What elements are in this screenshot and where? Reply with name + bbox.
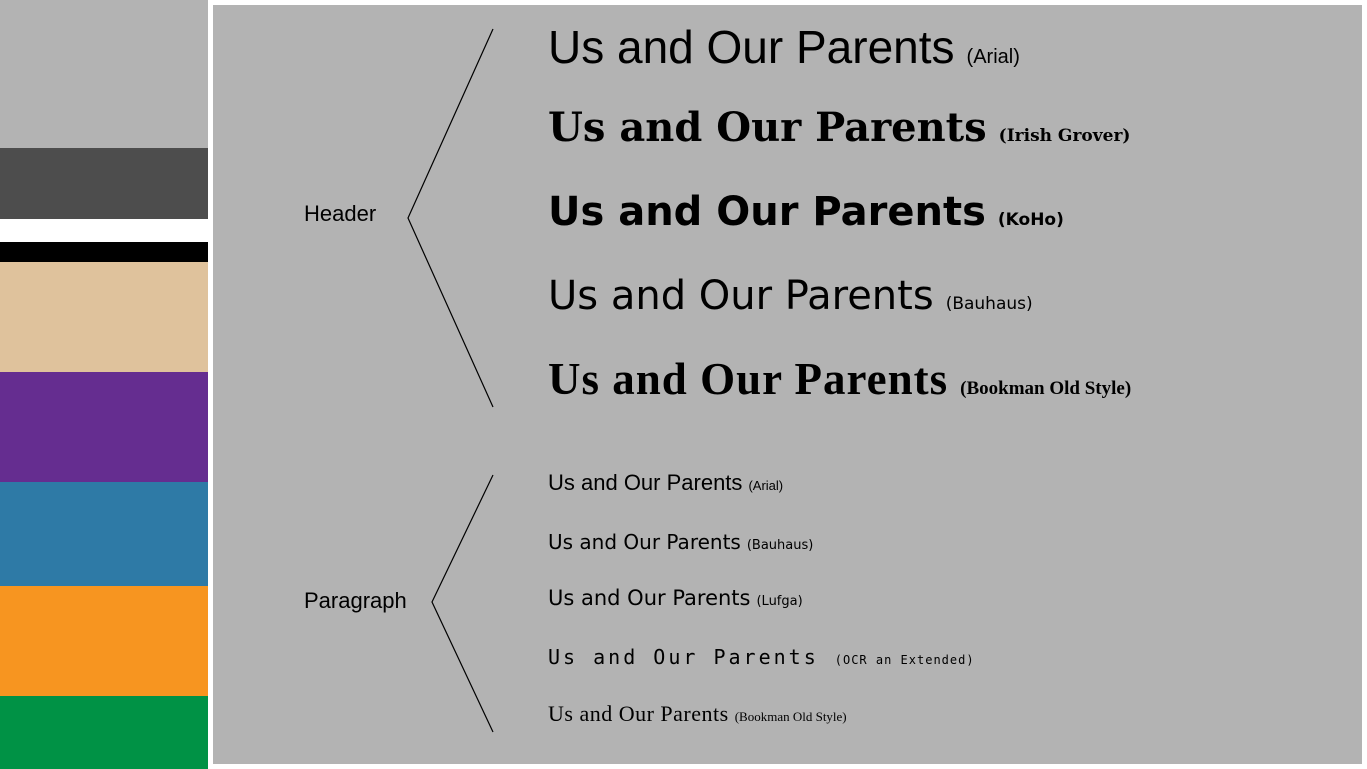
header-sample-bookman: Us and Our Parents (Bookman Old Style)	[548, 357, 1131, 402]
sample-text: Us and Our Parents	[548, 104, 987, 151]
swatch-light-gray	[0, 0, 208, 148]
header-sample-arial: Us and Our Parents (Arial)	[548, 24, 1020, 70]
font-name: (OCR an Extended)	[834, 653, 975, 667]
sample-text: Us and Our Parents	[548, 586, 751, 610]
sample-text: Us and Our Parents	[548, 21, 955, 73]
header-sample-irish-grover: Us and Our Parents(Irish Grover)	[548, 108, 1130, 148]
swatch-purple	[0, 372, 208, 482]
paragraph-sample-bauhaus: Us and Our Parents (Bauhaus)	[548, 532, 813, 552]
sample-text: Us and Our Parents	[548, 354, 949, 404]
swatch-tan	[0, 262, 208, 372]
typography-panel	[213, 5, 1362, 764]
font-name: (Bauhaus)	[945, 294, 1033, 314]
font-name: (Arial)	[748, 478, 784, 493]
sample-text: Us and Our Parents	[548, 701, 729, 726]
sample-text: Us and Our Parents	[548, 470, 743, 495]
sample-text: Us and Our Parents	[548, 189, 986, 235]
font-name: (Arial)	[966, 46, 1020, 68]
paragraph-sample-ocr: Us and Our Parents (OCR an Extended)	[548, 647, 975, 667]
font-name: (KoHo)	[997, 210, 1064, 230]
paragraph-group-label: Paragraph	[304, 588, 407, 613]
swatch-dark-gray	[0, 148, 208, 219]
paragraph-sample-lufga: Us and Our Parents (Lufga)	[548, 588, 803, 609]
swatch-orange	[0, 586, 208, 696]
sample-text: Us and Our Parents	[548, 645, 819, 669]
swatch-black	[0, 242, 208, 262]
paragraph-sample-arial: Us and Our Parents (Arial)	[548, 472, 783, 494]
font-name: (Lufga)	[756, 594, 803, 609]
swatch-blue	[0, 482, 208, 586]
sample-text: Us and Our Parents	[548, 273, 934, 319]
sample-text: Us and Our Parents	[548, 530, 741, 554]
font-name: (Bauhaus)	[746, 538, 814, 553]
header-group-label: Header	[304, 201, 377, 226]
font-name: (Bookman Old Style)	[734, 709, 847, 724]
swatch-green	[0, 696, 208, 769]
font-name: (Irish Grover)	[998, 126, 1131, 146]
paragraph-sample-bookman: Us and Our Parents (Bookman Old Style)	[548, 703, 847, 725]
font-name: (Bookman Old Style)	[960, 378, 1132, 399]
header-sample-bauhaus: Us and Our Parents (Bauhaus)	[548, 276, 1033, 316]
header-sample-koho: Us and Our Parents (KoHo)	[548, 192, 1064, 232]
